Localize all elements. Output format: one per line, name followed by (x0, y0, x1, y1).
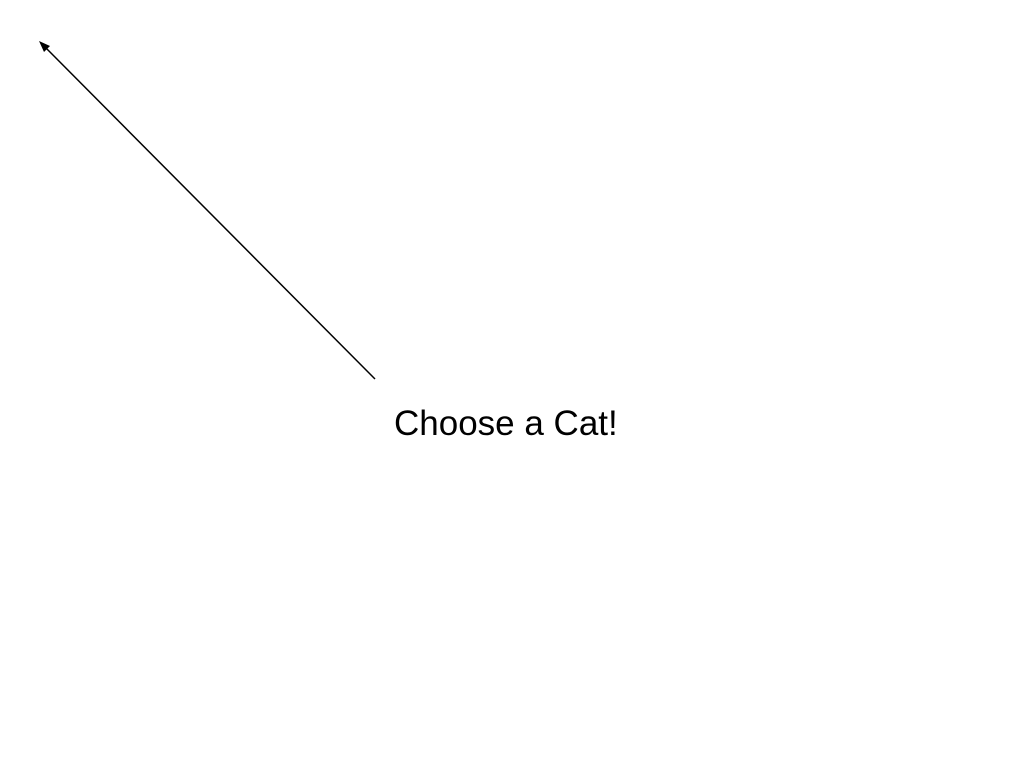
caption-text: Choose a Cat! (394, 404, 618, 443)
